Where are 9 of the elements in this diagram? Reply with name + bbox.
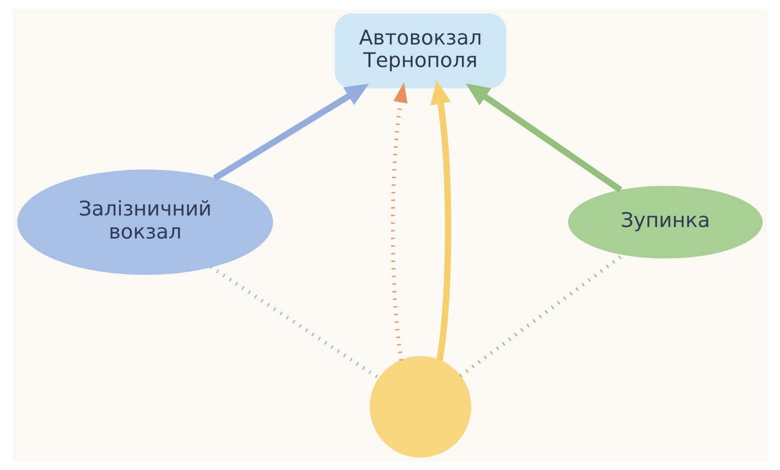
arrow (390, 82, 408, 360)
arrow (466, 82, 622, 192)
node-ellipse: Зупинка (568, 185, 763, 258)
connector (210, 264, 380, 380)
node-circle (370, 356, 472, 458)
node-ellipse: Залізничний вокзал (17, 169, 274, 274)
node-box: Автовокзал Тернополя (334, 12, 506, 88)
arrow (430, 80, 452, 360)
arrow (212, 83, 369, 181)
